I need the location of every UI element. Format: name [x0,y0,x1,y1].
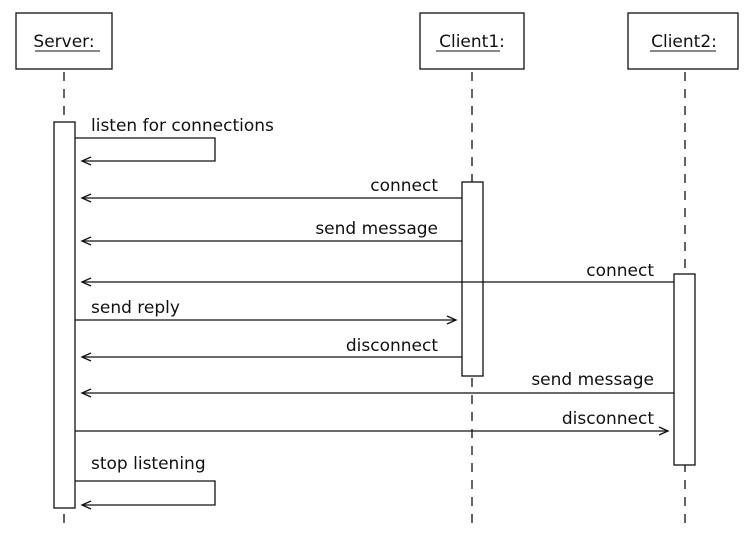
arrowhead-stop-listening [80,500,92,510]
arrowhead-disconnect-client2 [658,426,670,436]
participant-name-server: Server [33,32,89,52]
participant-box-client2 [627,12,739,70]
message-line-stop-listening [75,480,216,506]
participant-suffix-client1: : [499,32,505,52]
activation-bar-client1 [461,181,484,377]
message-label-disconnect-client2: disconnect [562,409,654,429]
participant-label-server: Server: [33,32,94,52]
message-label-send-reply: send reply [91,298,180,318]
participant-box-client1 [419,12,525,70]
participant-label-client1: Client1: [439,32,505,52]
message-label-stop-listening: stop listening [91,454,206,474]
participant-server: Server: [15,12,113,70]
participant-client1: Client1: [419,12,525,70]
message-label-listen: listen for connections [91,116,274,136]
participant-box-server [15,12,113,70]
message-stop-listening: stop listening [75,454,216,510]
arrowhead-send-message-client1 [80,236,92,246]
activation-bar-client2 [673,273,696,466]
arrowhead-send-reply [446,315,458,325]
message-line-listen [75,137,216,162]
participant-suffix-client2: : [711,32,717,52]
message-send-reply: send reply [75,298,458,325]
message-listen-for-connections: listen for connections [75,116,274,166]
arrowhead-disconnect-client1 [80,352,92,362]
message-label-connect-client1: connect [370,176,438,196]
message-send-message-client2: send message [80,370,674,398]
arrowhead-send-message-client2 [80,388,92,398]
message-send-message-client1: send message [80,219,462,246]
activation-bar-server [53,121,76,509]
message-connect-client1: connect [80,176,462,203]
participant-name-client1: Client1 [439,32,499,52]
message-disconnect-client2: disconnect [75,409,670,436]
message-connect-client2: connect [80,261,674,287]
arrowhead-connect-client1 [80,193,92,203]
message-label-disconnect-client1: disconnect [346,336,438,356]
message-label-connect-client2: connect [586,261,654,281]
participant-label-client2: Client2: [651,32,717,52]
arrowhead-connect-client2 [80,277,92,287]
message-label-send-message-client2: send message [531,370,654,390]
participant-name-client2: Client2 [651,32,711,52]
arrowhead-listen [80,156,92,166]
participant-suffix-server: : [89,32,95,52]
message-disconnect-client1: disconnect [80,336,462,362]
message-label-send-message-client1: send message [315,219,438,239]
participant-client2: Client2: [627,12,739,70]
